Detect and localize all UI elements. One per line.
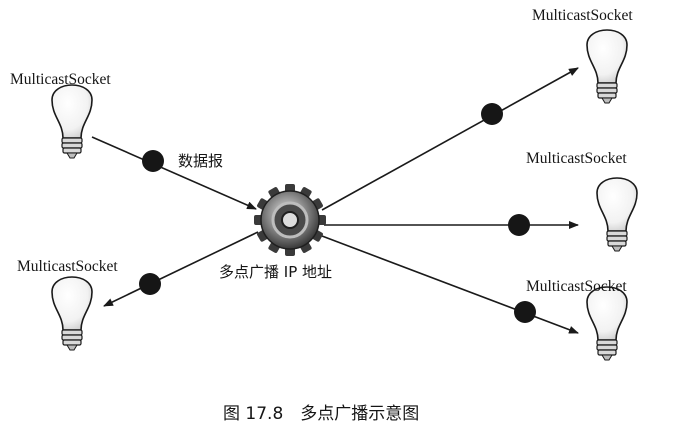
line-hub-to-bottom-right [321, 235, 579, 334]
datagram-packet-left [139, 273, 161, 295]
socket-bottom-right-bulb-icon [586, 286, 628, 361]
socket-label-sender: MulticastSocket [10, 71, 111, 88]
multicast-hub-gear-icon [254, 184, 326, 256]
datagram-packet-bottom-right [514, 301, 536, 323]
datagram-packet-middle-right [508, 214, 530, 236]
datagram-packet-sender [142, 150, 164, 172]
socket-label-top-right: MulticastSocket [532, 7, 633, 24]
socket-label-left: MulticastSocket [17, 258, 118, 275]
line-hub-to-top-right [321, 67, 579, 211]
hub-label: 多点广播 IP 地址 [219, 263, 332, 281]
socket-label-bottom-right: MulticastSocket [526, 278, 627, 295]
socket-sender-bulb-icon [51, 84, 93, 159]
socket-top-right-bulb-icon [586, 29, 628, 104]
figure-caption: 图 17.8 多点广播示意图 [223, 404, 419, 423]
datagram-packet-top-right [481, 103, 503, 125]
socket-middle-right-bulb-icon [596, 177, 638, 252]
datagram-label: 数据报 [178, 152, 223, 170]
line-sender-to-hub [91, 136, 257, 210]
socket-left-bulb-icon [51, 276, 93, 351]
line-hub-to-left [103, 231, 259, 307]
socket-label-middle-right: MulticastSocket [526, 150, 627, 167]
